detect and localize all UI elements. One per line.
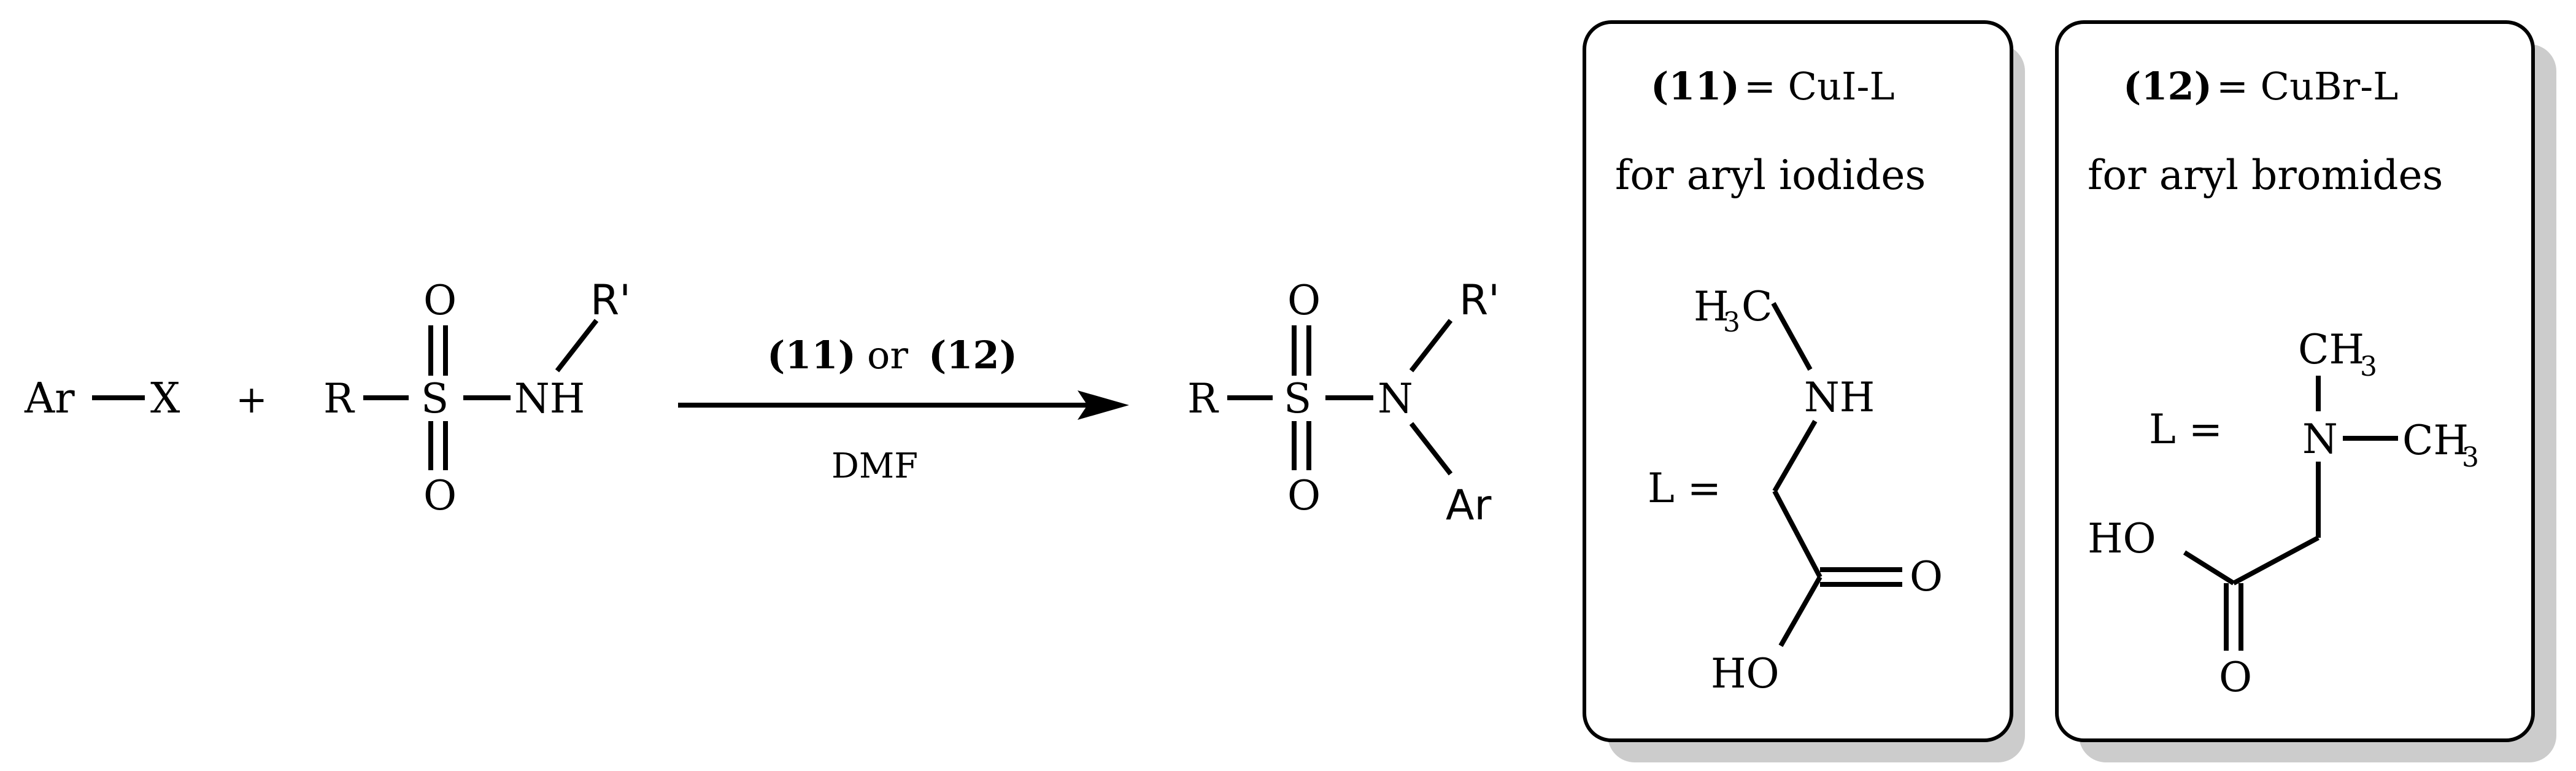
catalyst-11-box: (11) = CuI-L for aryl iodides H 3 C NH L… [1583, 20, 2025, 762]
aryl-label: Ar [24, 374, 75, 423]
halide-label: X [150, 374, 180, 423]
product-oxygen-bottom-label: O [1287, 472, 1321, 519]
sulfonamide-reactant: R S NH O O R' [323, 276, 631, 519]
box-12-note: for aryl bromides [2088, 152, 2443, 199]
box-12-nitrogen: N [2302, 416, 2338, 463]
box-11-methyl-h: H [1694, 283, 1729, 330]
n-rprime-bond [555, 319, 599, 373]
box-11-n-ch2-bond [1772, 419, 1818, 493]
arrow-head [1078, 390, 1129, 420]
box-11-methyl-c: C [1741, 283, 1773, 330]
box-11-l-equals: L = [1648, 465, 1721, 512]
sulfur-label: S [421, 375, 449, 422]
box-12-l-equals: L = [2149, 406, 2223, 453]
plus-sign: + [236, 377, 268, 422]
box-12-c-oh-bond [2183, 550, 2235, 586]
catalyst-11-label: (11) [767, 333, 856, 378]
box-12-carbonyl-o: O [2219, 654, 2252, 701]
box-12-top-methyl-subscript: 3 [2360, 351, 2377, 382]
box-11-frame [1583, 20, 2013, 742]
aryl-halide: Ar X [24, 374, 180, 423]
oxygen-top-label: O [423, 277, 457, 324]
box-11-ch2-c-bond [1772, 490, 1822, 578]
solvent-label: DMF [831, 446, 918, 486]
box-11-ch3-n-bond [1771, 302, 1813, 371]
catalyst-12-label: (12) [928, 333, 1017, 378]
box-12-id: (12) [2123, 64, 2212, 109]
box-12-formula: = CuBr-L [2216, 64, 2398, 109]
box-11-methyl-subscript: 3 [1723, 307, 1740, 338]
or-label: or [867, 333, 908, 378]
product-nitrogen-label: N [1378, 375, 1413, 422]
reaction-arrow: (11) or (12) DMF [678, 333, 1129, 486]
product-r-label: R [1187, 375, 1219, 422]
r-group-label: R [323, 375, 355, 422]
product-r-prime-label: R' [1459, 276, 1500, 325]
box-12-ch2-c-bond [2232, 535, 2320, 586]
product-sulfur-label: S [1284, 375, 1311, 422]
box-12-right-methyl-subscript: 3 [2462, 442, 2479, 473]
box-12-top-methyl-ch: CH [2298, 326, 2364, 373]
product-n-rprime-bond [1409, 319, 1453, 373]
catalyst-12-box: (12) = CuBr-L for aryl bromides CH 3 N L… [2055, 20, 2556, 762]
r-prime-label: R' [590, 276, 631, 325]
box-11-nh-label: NH [1804, 374, 1875, 421]
box-12-right-methyl-ch: CH [2402, 417, 2469, 464]
box-12-frame [2055, 20, 2535, 742]
box-11-carbonyl-o: O [1910, 553, 1943, 600]
box-11-note: for aryl iodides [1615, 152, 1926, 199]
product-sulfonamide: R S N O O R' Ar [1187, 276, 1500, 530]
oxygen-bottom-label: O [423, 472, 457, 519]
product-n-ar-bond [1409, 422, 1453, 476]
box-11-id: (11) [1651, 64, 1740, 109]
box-11-c-oh-bond [1778, 576, 1822, 647]
box-11-formula: = CuI-L [1744, 64, 1895, 109]
product-ar-label: Ar [1446, 481, 1492, 530]
nh-label: NH [514, 375, 585, 422]
box-11-hydroxyl: HO [1711, 650, 1780, 697]
product-oxygen-top-label: O [1287, 277, 1321, 324]
box-12-hydroxyl: HO [2088, 515, 2156, 562]
